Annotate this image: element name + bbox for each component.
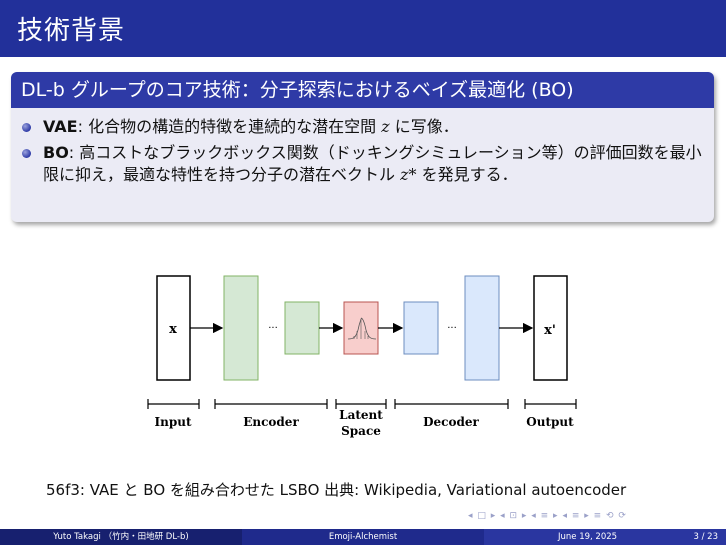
list-item-vae: VAE: 化合物の構造的特徴を連続的な潜在空間 z に写像． xyxy=(22,116,704,138)
output-box xyxy=(533,275,568,381)
block-body: VAE: 化合物の構造的特徴を連続的な潜在空間 z に写像． BO: 高コストな… xyxy=(11,108,714,186)
label-decoder: Decoder xyxy=(423,415,479,429)
footer-bar: Yuto Takagi （竹内・田地研 DL-b) Emoji-Alchemis… xyxy=(0,529,726,545)
content-block: DL-b グループのコア技術：分子探索におけるベイズ最適化 (BO) VAE: … xyxy=(11,72,714,222)
item-text: : 高コストなブラックボックス関数（ドッキングシミュレーション等）の評価回数を最… xyxy=(43,143,702,184)
item-keyword: VAE xyxy=(43,117,78,136)
footer-date: June 19, 2025 xyxy=(558,532,618,542)
gaussian-icon xyxy=(347,317,377,340)
footer-title: Emoji-Alchemist xyxy=(242,529,484,545)
label-latent-line2: Space xyxy=(341,424,381,438)
encoder-ellipsis: ... xyxy=(268,320,278,331)
item-text: : 化合物の構造的特徴を連続的な潜在空間 xyxy=(77,117,382,136)
input-symbol: x xyxy=(169,322,177,337)
encoder-layer-1 xyxy=(223,275,259,381)
beamer-nav-icons[interactable]: ◂ □ ▸ ◂ ⊡ ▸ ◂ ≡ ▸ ◂ ≡ ▸ ≡ ⟲ ⟳ xyxy=(468,511,627,521)
item-variable: z xyxy=(381,117,390,136)
footer-page-number: 3 / 23 xyxy=(693,532,719,542)
block-heading: DL-b グループのコア技術：分子探索におけるベイズ最適化 (BO) xyxy=(11,72,714,108)
item-text-end: に写像． xyxy=(389,117,459,136)
figure-caption: 56f3: VAE と BO を組み合わせた LSBO 出典: Wikipedi… xyxy=(46,481,627,499)
label-latent-line1: Latent xyxy=(339,408,383,422)
label-encoder: Encoder xyxy=(243,415,299,429)
input-box xyxy=(156,275,191,381)
slide-title: 技術背景 xyxy=(17,16,126,46)
footer-date-page: June 19, 2025 3 / 23 xyxy=(484,529,726,545)
decoder-ellipsis: ... xyxy=(447,320,457,331)
vae-diagram: x ... ... x' Input Encoder Latent Space … xyxy=(147,275,577,438)
title-bar: 技術背景 xyxy=(0,0,726,57)
bullet-icon xyxy=(22,149,31,158)
footer-author: Yuto Takagi （竹内・田地研 DL-b) xyxy=(0,529,242,545)
decoder-layer-1 xyxy=(403,301,439,355)
bullet-icon xyxy=(22,123,31,132)
decoder-layer-2 xyxy=(464,275,500,381)
list-item-bo: BO: 高コストなブラックボックス関数（ドッキングシミュレーション等）の評価回数… xyxy=(22,142,704,186)
item-text-end: を発見する． xyxy=(416,165,518,184)
encoder-layer-2 xyxy=(284,301,320,355)
label-output: Output xyxy=(526,415,574,429)
item-variable: z* xyxy=(400,165,417,184)
label-input: Input xyxy=(155,415,192,429)
output-symbol: x' xyxy=(544,323,556,338)
item-keyword: BO xyxy=(43,143,69,162)
